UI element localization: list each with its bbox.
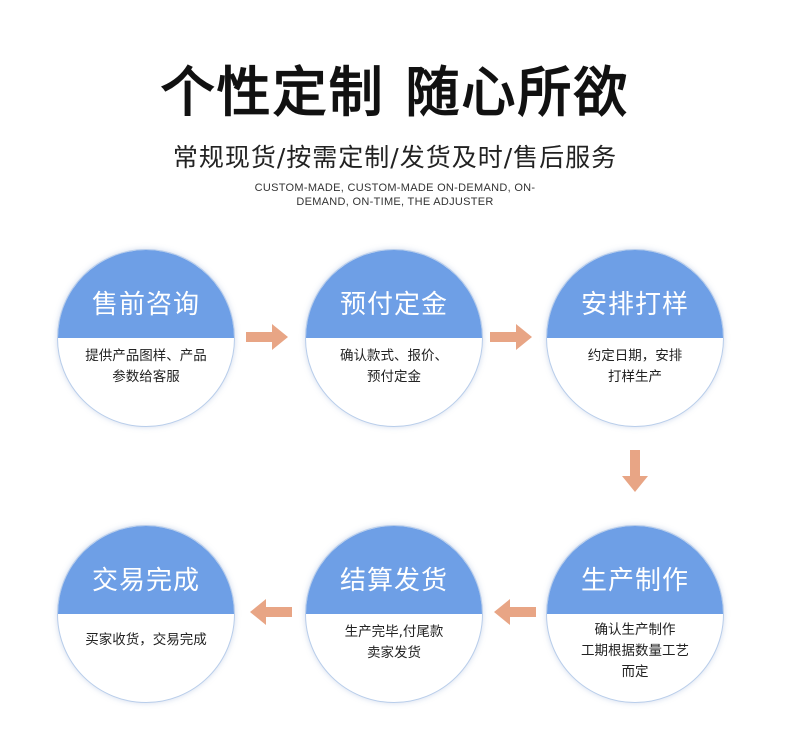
step-cap	[306, 250, 482, 338]
step-circle-presale-consult: 售前咨询 提供产品图样、产品 参数给客服	[57, 249, 235, 427]
step-desc-line: 预付定金	[367, 369, 421, 385]
step-desc-line: 工期根据数量工艺	[581, 643, 689, 659]
step-description: 确认生产制作 工期根据数量工艺 而定	[561, 620, 709, 683]
arrow-right-icon	[490, 324, 532, 350]
step-description: 提供产品图样、产品 参数给客服	[72, 346, 220, 388]
step-title: 预付定金	[339, 290, 448, 320]
step-description: 确认款式、报价、 预付定金	[320, 346, 468, 388]
step-cap	[547, 250, 723, 338]
arrow-left-icon	[494, 599, 536, 625]
step-cap	[58, 250, 234, 338]
step-desc-line: 生产完毕,付尾款	[344, 624, 444, 640]
step-description: 约定日期，安排 打样生产	[561, 346, 709, 388]
english-tagline: CUSTOM-MADE, CUSTOM-MADE ON-DEMAND, ON- …	[225, 181, 565, 209]
step-description: 生产完毕,付尾款 卖家发货	[320, 622, 468, 664]
page-title: 个性定制 随心所欲	[160, 61, 630, 124]
english-tagline-line1: CUSTOM-MADE, CUSTOM-MADE ON-DEMAND, ON-	[254, 182, 536, 194]
step-title: 生产制作	[580, 566, 689, 596]
arrow-down-icon	[622, 450, 648, 492]
step-description: 买家收货，交易完成	[72, 630, 220, 651]
step-desc-line: 约定日期，安排	[587, 348, 683, 364]
step-circle-sampling: 安排打样 约定日期，安排 打样生产	[546, 249, 724, 427]
step-cap	[547, 526, 723, 614]
step-cap	[306, 526, 482, 614]
step-desc-line: 提供产品图样、产品	[85, 348, 207, 364]
step-desc-line: 确认生产制作	[594, 622, 676, 638]
step-desc-line: 参数给客服	[112, 369, 180, 385]
step-desc-line: 而定	[621, 664, 649, 680]
step-desc-line: 打样生产	[608, 369, 662, 385]
step-title: 安排打样	[580, 290, 689, 320]
step-title: 结算发货	[339, 566, 448, 596]
step-cap	[58, 526, 234, 614]
step-circle-deposit: 预付定金 确认款式、报价、 预付定金	[305, 249, 483, 427]
step-desc-line: 卖家发货	[367, 645, 421, 661]
step-desc-line: 买家收货，交易完成	[85, 632, 207, 648]
step-circle-transaction-complete: 交易完成 买家收货，交易完成	[57, 525, 235, 703]
arrow-right-icon	[246, 324, 288, 350]
step-title: 售前咨询	[91, 290, 200, 320]
arrow-left-icon	[250, 599, 292, 625]
step-circle-settlement-shipping: 结算发货 生产完毕,付尾款 卖家发货	[305, 525, 483, 703]
step-desc-line: 确认款式、报价、	[340, 348, 448, 364]
step-title: 交易完成	[91, 566, 200, 596]
page-subtitle: 常规现货/按需定制/发货及时/售后服务	[172, 143, 618, 172]
step-circle-production: 生产制作 确认生产制作 工期根据数量工艺 而定	[546, 525, 724, 703]
english-tagline-line2: DEMAND, ON-TIME, THE ADJUSTER	[296, 196, 494, 208]
